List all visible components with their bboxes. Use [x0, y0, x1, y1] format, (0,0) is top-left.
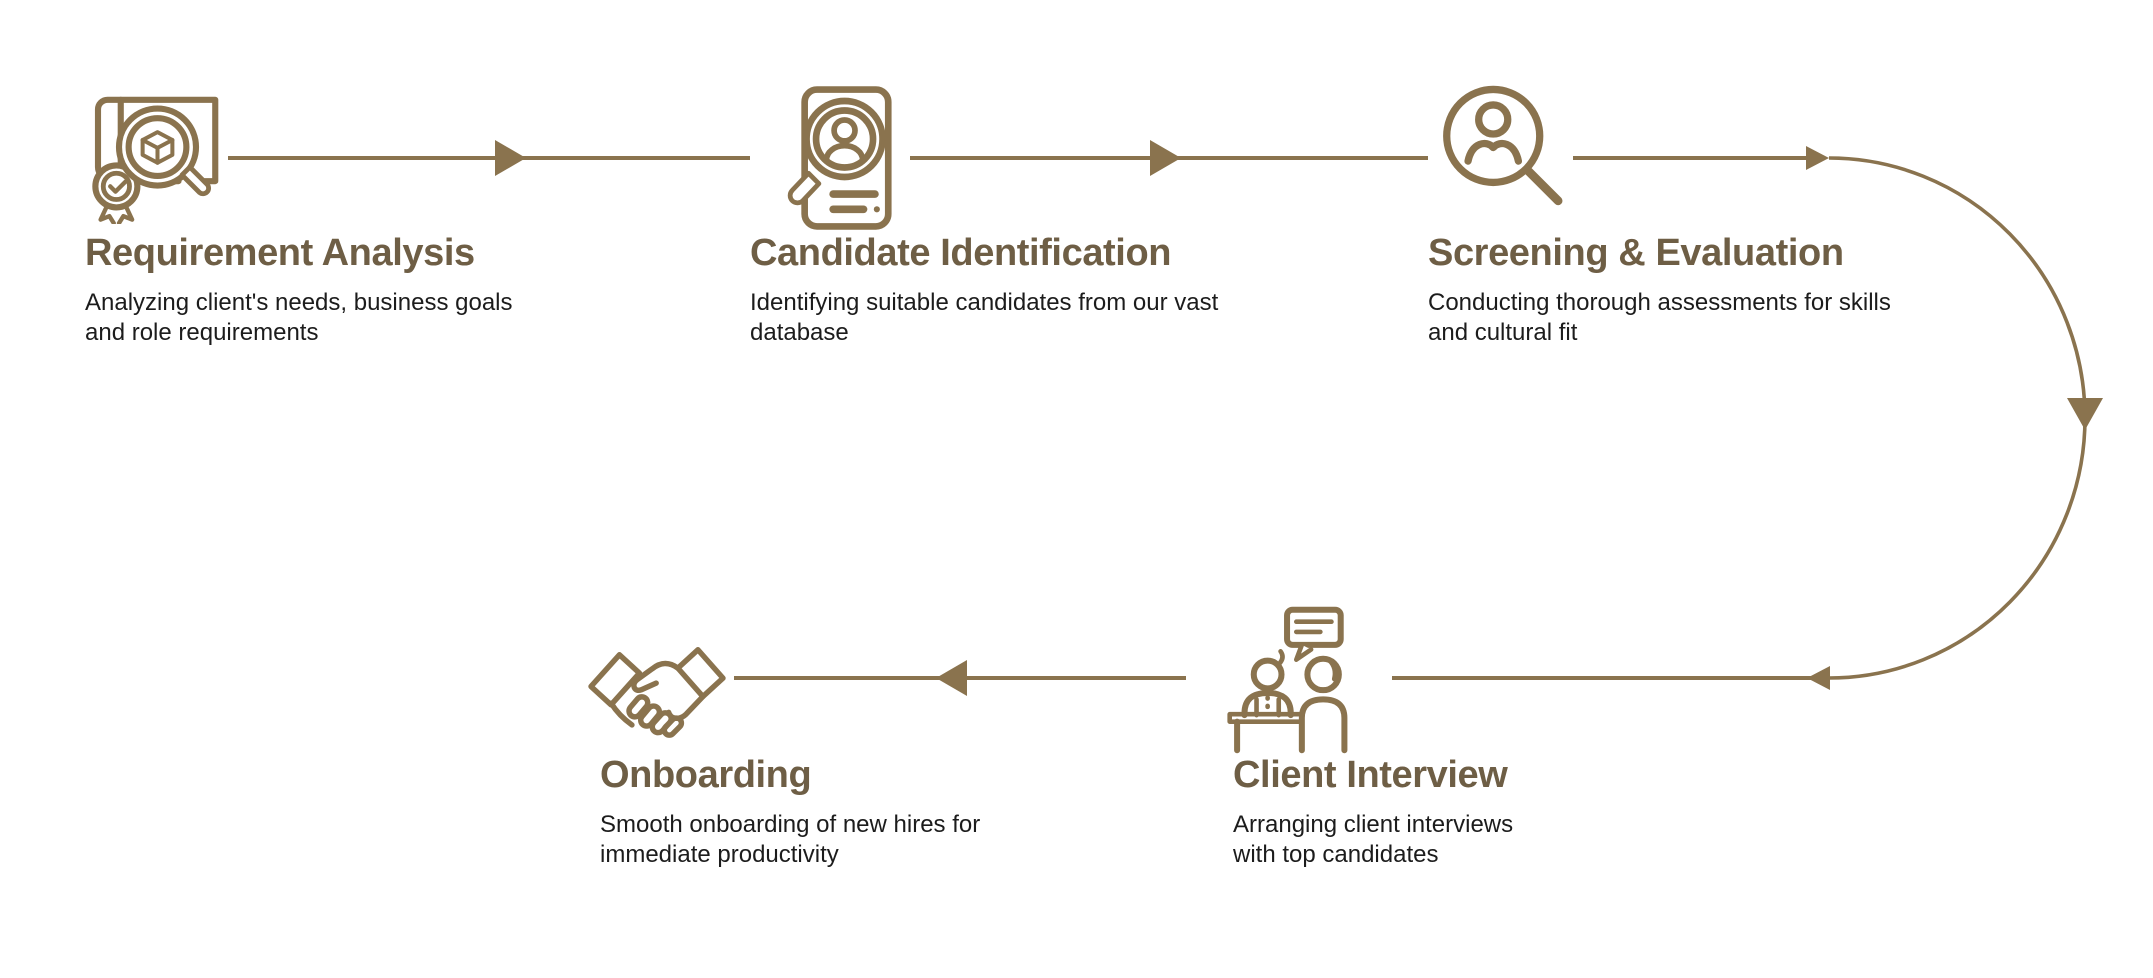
arrowhead-right-3 [1806, 146, 1829, 170]
person-search-icon [1443, 85, 1563, 206]
arrowhead-right-2 [1150, 140, 1181, 176]
step-title: Requirement Analysis [85, 232, 475, 274]
step-onboarding: Onboarding Smooth onboarding of new hire… [600, 752, 980, 870]
step-title: Screening & Evaluation [1428, 232, 1844, 274]
blueprint-analysis-icon [92, 96, 219, 224]
step-candidate-identification: Candidate Identification Identifying sui… [750, 230, 1218, 348]
handshake-icon [588, 647, 726, 738]
step-client-interview: Client Interview Arranging client interv… [1233, 752, 1513, 870]
step-title: Onboarding [600, 754, 812, 796]
step-requirement-analysis: Requirement Analysis Analyzing client's … [85, 230, 513, 348]
arrowhead-right-1 [495, 140, 526, 176]
interview-discussion-icon [1227, 606, 1348, 754]
step-screening-evaluation: Screening & Evaluation Conducting thorou… [1428, 230, 1891, 348]
arrowhead-left-bottom [936, 660, 967, 696]
step-description: Analyzing client's needs, business goals… [85, 289, 513, 346]
step-description: Conducting thorough assessments for skil… [1428, 289, 1891, 346]
arrowhead-down-curve [2067, 398, 2103, 430]
step-description: Arranging client interviews with top can… [1233, 811, 1514, 868]
resume-search-icon [787, 86, 892, 230]
step-description: Identifying suitable candidates from our… [750, 289, 1219, 346]
step-title: Client Interview [1233, 754, 1508, 796]
step-description: Smooth onboarding of new hires for immed… [600, 811, 981, 868]
step-title: Candidate Identification [750, 232, 1172, 274]
arrowhead-left-curve [1807, 666, 1830, 690]
